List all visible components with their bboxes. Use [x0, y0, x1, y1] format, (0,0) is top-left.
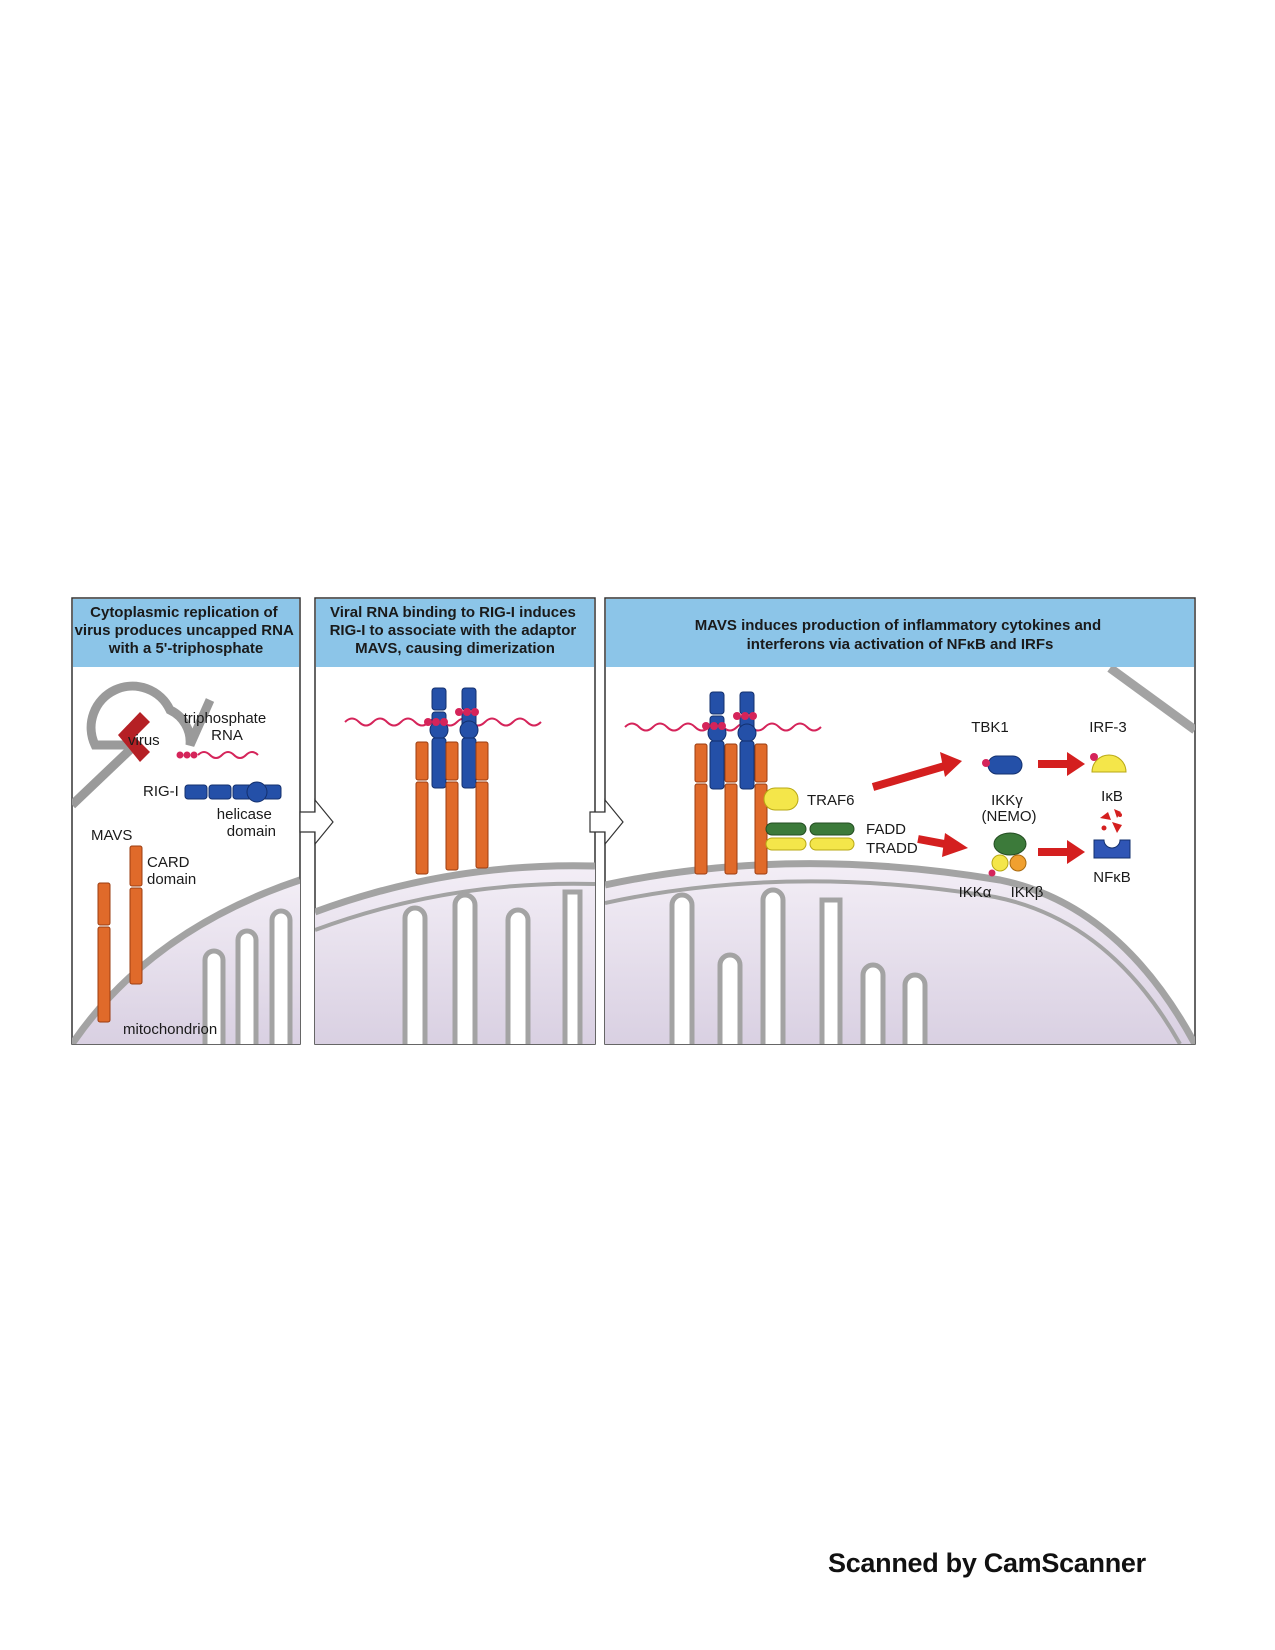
panel-1-header-bg [73, 599, 299, 667]
traf6-icon [763, 787, 799, 811]
tradd-icon [765, 837, 855, 851]
ikb-label: IκB [1101, 788, 1123, 805]
ikb-degraded-icon [1100, 809, 1122, 833]
tbk1-icon [987, 755, 1023, 775]
fadd-icon [765, 822, 855, 836]
panel-2-header: Viral RNA binding to RIG-I induces RIG-I… [330, 604, 581, 657]
panel-3-header: MAVS induces production of inflammatory … [695, 617, 1106, 653]
panel-1: Cytoplasmic replication of virus produce… [71, 597, 301, 1045]
mavs-protein-icon [694, 743, 768, 875]
ikk-beta-label: IKKβ [1011, 884, 1044, 901]
step-arrow-1 [299, 798, 334, 846]
fadd-label: FADD [866, 821, 906, 838]
phosphate-icon [982, 759, 990, 767]
panel-2: Viral RNA binding to RIG-I induces RIG-I… [314, 597, 596, 1045]
arrow-to-nfkb [1038, 840, 1085, 864]
virus-icon [118, 712, 150, 762]
arrow-to-irf3 [1038, 752, 1085, 776]
triphosphate-rna-icon [176, 751, 259, 759]
mitochondrion-panel-1 [72, 681, 300, 1044]
ikk-alpha-label: IKKα [959, 884, 992, 901]
mavs-protein-icon [415, 741, 489, 875]
ikk-gamma-label: IKKγ (NEMO) [982, 792, 1037, 825]
mitochondrion-panel-2 [315, 862, 595, 1044]
nfkb-icon [1093, 839, 1131, 859]
triphosphate-dots [424, 708, 479, 726]
virus-pocket [86, 681, 215, 750]
arrow-to-tbk1 [871, 752, 962, 791]
nfkb-label: NFκB [1093, 869, 1131, 886]
traf6-label: TRAF6 [807, 792, 855, 809]
helicase-domain-label: helicase domain [217, 806, 276, 840]
panel-1-header: Cytoplasmic replication of virus produce… [75, 604, 298, 657]
phosphate-icon [988, 869, 996, 877]
triphosphate-dots [702, 712, 757, 730]
nemo-icon [993, 832, 1027, 856]
rig-i-label: RIG-I [143, 783, 179, 800]
tradd-label: TRADD [866, 840, 918, 857]
card-domain-label: CARD domain [147, 854, 196, 888]
irf3-label: IRF-3 [1089, 719, 1127, 736]
mitochondrion-panel-3 [605, 664, 1195, 1044]
panel-3: MAVS induces production of inflammatory … [604, 597, 1196, 1045]
phosphate-icon [1090, 753, 1098, 761]
mavs-protein-icon [97, 845, 143, 1023]
irf3-icon [1091, 754, 1127, 773]
triphosphate-rna-label: triphosphate RNA [184, 710, 271, 744]
ikk-alpha-icon [991, 854, 1009, 872]
mavs-label: MAVS [91, 827, 132, 844]
virus-label: virus [128, 732, 160, 749]
ikk-beta-icon [1009, 854, 1027, 872]
tbk1-label: TBK1 [971, 719, 1009, 736]
scanner-watermark: Scanned by CamScanner [828, 1548, 1146, 1578]
step-arrow-2 [589, 798, 624, 846]
rig-i-icon [184, 781, 282, 803]
arrow-to-ikk [917, 833, 968, 857]
mitochondrion-label: mitochondrion [123, 1021, 217, 1038]
